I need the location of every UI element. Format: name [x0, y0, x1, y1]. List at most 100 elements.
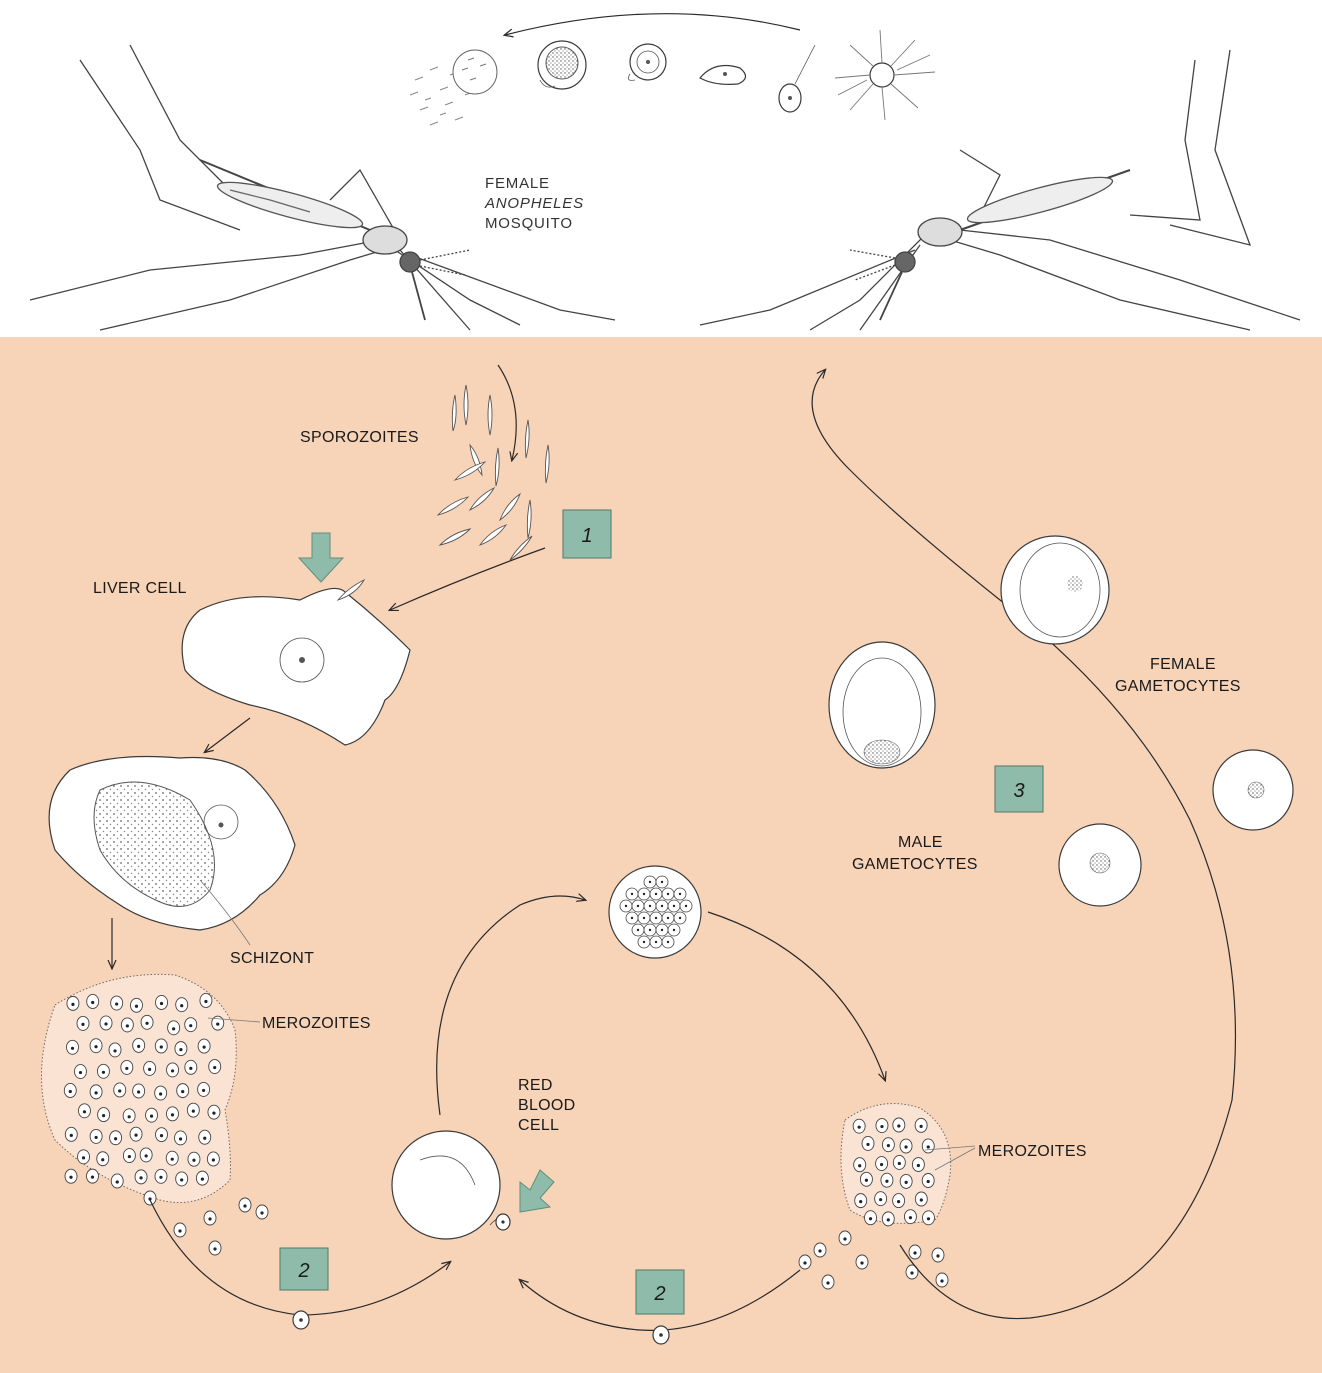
merozoite [97, 1064, 109, 1078]
merozoite [130, 998, 142, 1012]
merozoite [882, 1138, 894, 1152]
merozoite [196, 1171, 208, 1185]
merozoite [175, 1042, 187, 1056]
merozoite [65, 1127, 77, 1141]
merozoite [799, 1255, 811, 1269]
female-gametocytes-label-line1: FEMALE [1150, 656, 1216, 673]
merozoite [109, 1043, 121, 1057]
merozoite [915, 1192, 927, 1206]
merozoite [881, 1173, 893, 1187]
merozoite [893, 1155, 905, 1169]
schizont-merozoite-nucleus [673, 929, 675, 931]
mosquito-label-line1: FEMALE [485, 175, 550, 192]
merozoite [90, 1129, 102, 1143]
merozoite [67, 996, 79, 1010]
merozoite [177, 1084, 189, 1098]
merozoite [855, 1194, 867, 1208]
traveling-merozoite-bottom [653, 1326, 669, 1344]
liver-cell-label: LIVER CELL [93, 580, 187, 597]
merozoite [856, 1255, 868, 1269]
step-2b-badge: 2 [636, 1270, 684, 1314]
merozoite [74, 1065, 86, 1079]
merozoite [135, 1170, 147, 1184]
merozoite [133, 1084, 145, 1098]
merozoite [187, 1103, 199, 1117]
schizont-merozoite-nucleus [637, 905, 639, 907]
merozoite [904, 1210, 916, 1224]
merozoite [123, 1149, 135, 1163]
merozoite [121, 1018, 133, 1032]
merozoite [875, 1192, 887, 1206]
merozoite [168, 1021, 180, 1035]
merozoite [188, 1152, 200, 1166]
schizont-merozoite-nucleus [685, 905, 687, 907]
merozoite [65, 1169, 77, 1183]
merozoite [90, 1085, 102, 1099]
step-2b-number: 2 [653, 1283, 665, 1305]
male-gametocytes-label-line1: MALE [898, 834, 943, 851]
merozoite [140, 1148, 152, 1162]
merozoite [922, 1139, 934, 1153]
merozoite [865, 1211, 877, 1225]
merozoite [146, 1108, 158, 1122]
merozoite [853, 1119, 865, 1133]
schizont-merozoite-nucleus [649, 881, 651, 883]
schizont-merozoite-nucleus [679, 893, 681, 895]
merozoite [862, 1136, 874, 1150]
schizont-merozoite-nucleus [637, 929, 639, 931]
merozoite [922, 1174, 934, 1188]
invading-merozoite [496, 1214, 510, 1230]
merozoite [111, 996, 123, 1010]
step-1-badge: 1 [563, 510, 611, 558]
merozoite [155, 1039, 167, 1053]
merozoite [97, 1152, 109, 1166]
merozoite [111, 1174, 123, 1188]
merozoite [133, 1038, 145, 1052]
merozoites-left-label: MEROZOITES [262, 1015, 371, 1032]
schizont-merozoite-nucleus [655, 941, 657, 943]
mosquito-label-line2: ANOPHELES [484, 195, 584, 212]
merozoite [207, 1152, 219, 1166]
merozoite [166, 1107, 178, 1121]
merozoite [860, 1172, 872, 1186]
merozoite [876, 1119, 888, 1133]
merozoite [199, 1130, 211, 1144]
merozoite [915, 1118, 927, 1132]
female-gametocyte-2 [829, 642, 935, 768]
merozoite [882, 1212, 894, 1226]
merozoite [174, 1223, 186, 1237]
merozoite [156, 995, 168, 1009]
merozoite [86, 1169, 98, 1183]
schizont-merozoite-nucleus [661, 905, 663, 907]
schizont-merozoite-nucleus [643, 917, 645, 919]
step-2a-badge: 2 [280, 1248, 328, 1290]
step-3-badge: 3 [995, 766, 1043, 812]
merozoite [167, 1063, 179, 1077]
schizont-merozoite-nucleus [631, 893, 633, 895]
merozoite [932, 1248, 944, 1262]
schizont-merozoite-nucleus [661, 881, 663, 883]
merozoite [130, 1127, 142, 1141]
schizont-label: SCHIZONT [230, 950, 314, 967]
merozoite [114, 1083, 126, 1097]
merozoite [156, 1128, 168, 1142]
merozoite [209, 1241, 221, 1255]
schizont-merozoite-nucleus [661, 929, 663, 931]
merozoite [893, 1194, 905, 1208]
schizont-merozoite-nucleus [649, 929, 651, 931]
merozoite [176, 998, 188, 1012]
traveling-merozoite-left [293, 1311, 309, 1329]
schizont-merozoite-nucleus [643, 941, 645, 943]
schizont-merozoite-nucleus [673, 905, 675, 907]
merozoite [87, 994, 99, 1008]
merozoite [98, 1108, 110, 1122]
merozoite [144, 1191, 156, 1205]
male-gametocyte-1 [1213, 750, 1293, 830]
oocyst-full [538, 41, 586, 89]
merozoite [78, 1104, 90, 1118]
schizont-merozoite-nucleus [655, 917, 657, 919]
merozoite [64, 1083, 76, 1097]
merozoite [876, 1157, 888, 1171]
merozoite [77, 1016, 89, 1030]
merozoite [922, 1211, 934, 1225]
